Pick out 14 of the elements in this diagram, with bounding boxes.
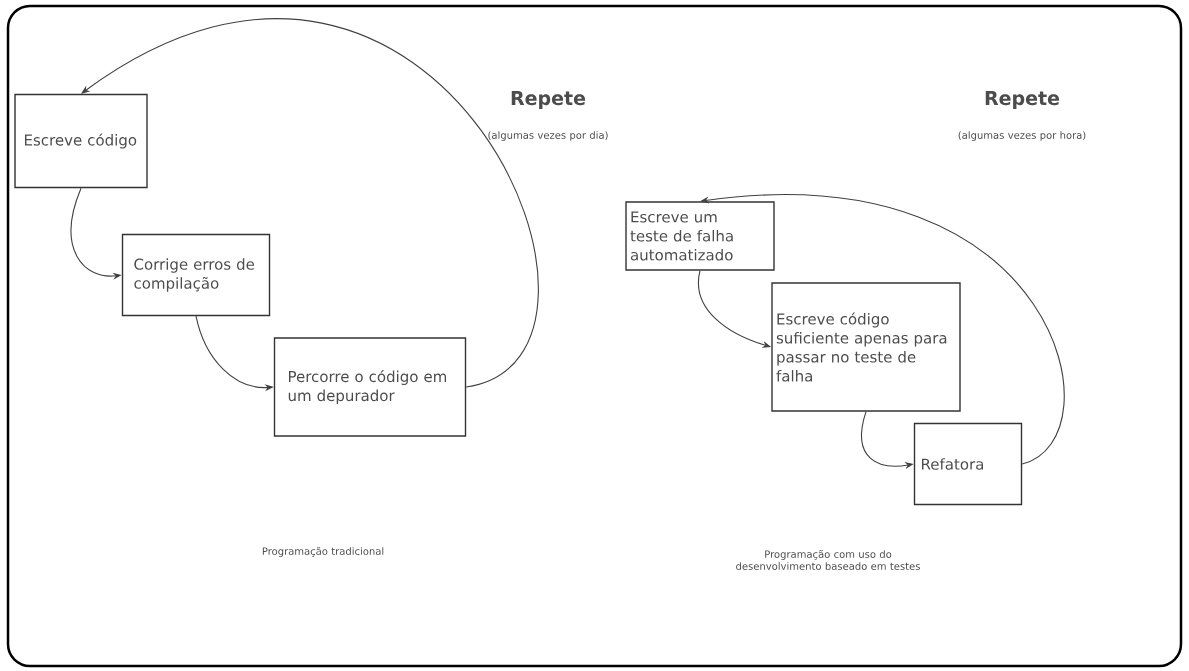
process-box: Percorre o código em um depurador bbox=[273, 337, 467, 437]
process-box: Escreve um teste de falha automatizado bbox=[625, 201, 775, 271]
process-box: Refatora bbox=[913, 422, 1023, 506]
arrow bbox=[700, 194, 1065, 465]
caption-text: Programação com uso do desenvolvimento baseado em testes bbox=[736, 550, 920, 570]
process-box: Escreve código suficiente apenas para passar no teste de falha bbox=[771, 282, 961, 412]
process-box: Escreve código bbox=[14, 93, 148, 189]
arrow bbox=[81, 19, 539, 388]
caption-text: Repete bbox=[511, 91, 586, 109]
caption-text: Programação tradicional bbox=[262, 547, 384, 557]
process-box: Corrige erros de compilação bbox=[121, 233, 271, 317]
caption-text: (algumas vezes por dia) bbox=[488, 131, 608, 141]
caption-text: Repete bbox=[985, 91, 1060, 109]
caption-text: (algumas vezes por hora) bbox=[958, 131, 1086, 141]
